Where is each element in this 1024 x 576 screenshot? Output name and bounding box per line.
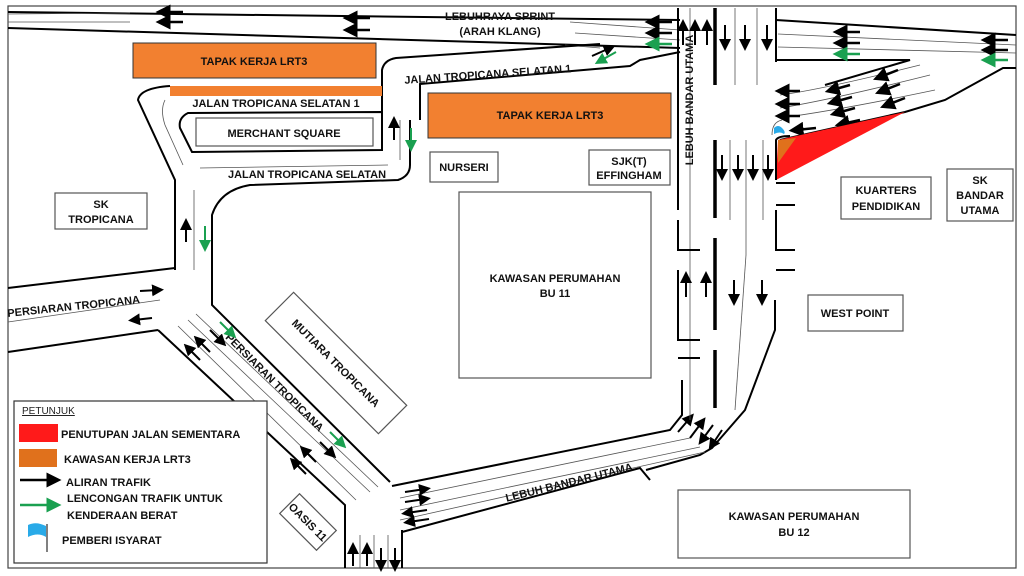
building-sk-tropicana [54,192,148,230]
legend-label-closure: PENUTUPAN JALAN SEMENTARA [61,429,240,441]
nurseri-label: NURSERI [439,162,489,174]
merchant-square-label: MERCHANT SQUARE [227,128,340,140]
sprint-traffic-arrows [155,4,672,52]
building-mutiara-tropicana: MUTIARA TROPICANA [264,291,408,435]
road-label-jts: JALAN TROPICANA SELATAN [228,169,386,181]
legend-label-detour-1: LENCONGAN TRAFIK UNTUK [67,493,223,505]
sk-tropicana-label-1: SK [93,199,108,211]
west-point-label: WEST POINT [821,308,890,320]
lrt3-work-corner [778,138,796,163]
bu11-label-1: KAWASAN PERUMAHAN [490,273,621,285]
legend-label-traffic: ALIRAN TRAFIK [66,477,151,489]
lrt3-worksite-middle [427,92,672,139]
bu12-label-1: KAWASAN PERUMAHAN [729,511,860,523]
legend-swatch-lrt3 [19,449,57,467]
building-oasis-11: OASIS 11 [278,492,338,552]
persiaran-tropicana-west-road [7,267,176,353]
skbu-label-3: UTAMA [961,205,1000,217]
sjkt-label-2: EFFINGHAM [596,170,661,182]
bu12-label-2: BU 12 [778,527,809,539]
skbu-label-2: BANDAR [956,190,1004,202]
jalan-tropicana-selatan-1-road [381,43,681,120]
lebuh-bandar-utama-north-road [677,8,795,420]
building-kawasan-perumahan-bu12 [677,489,911,559]
building-kawasan-perumahan-bu11 [458,191,652,379]
building-sk-bandar-utama [946,168,1014,222]
kuarters-label-1: KUARTERS [855,185,916,197]
lrt3-worksite-middle-label: TAPAK KERJA LRT3 [497,110,604,122]
temporary-road-closure [776,112,905,180]
legend-label-lrt3: KAWASAN KERJA LRT3 [64,454,191,466]
lrt3-worksite-left [132,42,377,79]
road-label-jts1-top: JALAN TROPICANA SELATAN 1 [404,63,572,87]
flagman-icon [774,126,785,134]
skbu-label-1: SK [972,175,987,187]
lbu-vertical-arrows [677,19,774,306]
building-kuarters-pendidikan [840,176,932,220]
lrt3-worksite-left-label: TAPAK KERJA LRT3 [201,56,308,68]
road-label-sprint-direction: (ARAH KLANG) [459,26,541,38]
lebuh-bandar-utama-south-road [391,300,776,533]
road-label-lbu-south: LEBUH BANDAR UTAMA [504,461,634,504]
map-legend: PETUNJUK PENUTUPAN JALAN SEMENTARA KAWAS… [13,400,268,564]
bu11-label-2: BU 11 [540,288,571,300]
legend-flagman-icon [28,523,48,552]
building-sjkt-effingham [588,149,671,186]
legend-title: PETUNJUK [22,406,75,417]
east-approach-road [771,19,1017,141]
road-label-lbu-vertical: LEBUH BANDAR UTAMA [684,35,696,166]
building-merchant-square [195,117,374,147]
south-road [344,530,403,568]
legend-swatch-closure [19,424,58,442]
legend-label-flagman: PEMBERI ISYARAT [62,535,162,547]
merchant-square-loop-road [136,85,411,270]
legend-label-detour-2: KENDERAAN BERAT [67,510,178,522]
lrt3-worksite-strip [170,86,382,96]
sjkt-label-1: SJK(T) [611,156,647,168]
road-label-persiaran-west: PERSIARAN TROPICANA [7,294,141,320]
kuarters-label-2: PENDIDIKAN [852,201,921,213]
east-approach-arrows [774,24,1008,137]
building-nurseri [429,151,499,183]
road-label-jts1: JALAN TROPICANA SELATAN 1 [192,98,359,110]
building-west-point [807,294,904,332]
sk-tropicana-label-2: TROPICANA [68,214,133,226]
road-label-sprint: LEBUHRAYA SPRINT [445,11,555,23]
